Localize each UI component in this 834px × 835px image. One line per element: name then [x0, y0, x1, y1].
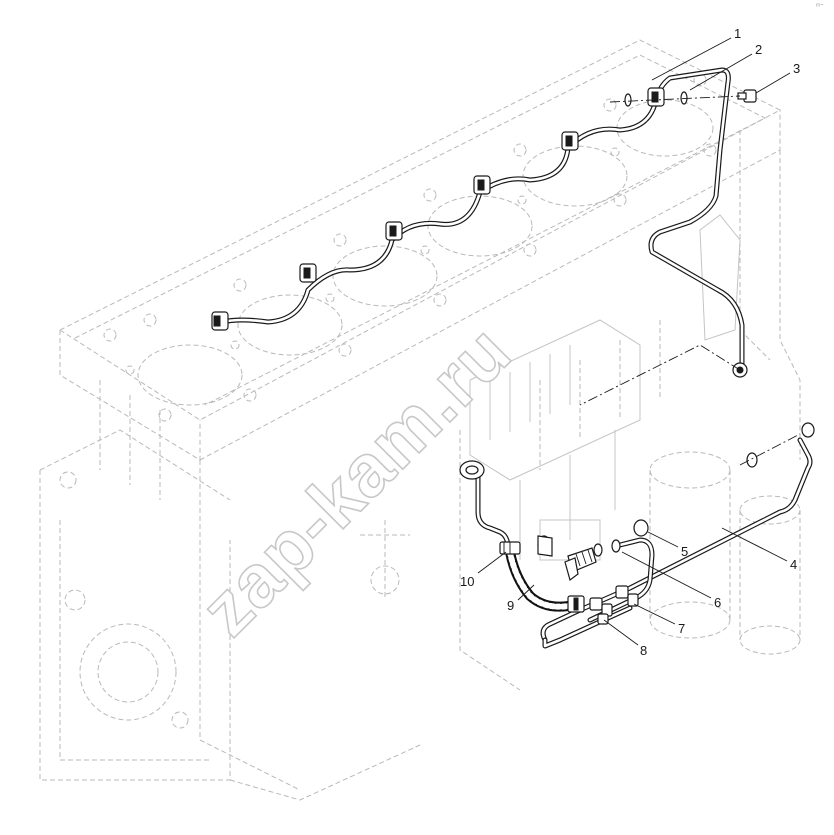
sealing-washer [801, 422, 815, 438]
sealing-washer [746, 452, 758, 468]
banjo-fitting [299, 263, 317, 283]
sealing-washer [680, 91, 688, 105]
callout-2: 2 [755, 42, 762, 57]
callout-6: 6 [714, 595, 721, 610]
callout-7: 7 [678, 621, 685, 636]
inlet-eye-fitting [459, 460, 485, 480]
callout-1: 1 [734, 26, 741, 41]
callout-4: 4 [790, 557, 797, 572]
corner-mark: ᵐ⁼ [816, 3, 824, 10]
banjo-fitting [473, 175, 491, 195]
hose-clamp [499, 541, 521, 555]
callout-5: 5 [681, 544, 688, 559]
banjo-fitting [385, 221, 403, 241]
banjo-fitting [211, 311, 229, 331]
leader-lines [477, 37, 791, 646]
banjo-bolt [737, 89, 757, 103]
return-line-assembly [211, 67, 757, 406]
sealing-washer [624, 93, 632, 107]
callout-10: 10 [460, 574, 474, 589]
pipe-coupling [597, 613, 609, 625]
sealing-washer [593, 543, 603, 557]
supply-line-assembly [459, 422, 815, 649]
sealing-washer [611, 539, 621, 553]
callout-labels: 1 2 3 4 5 6 7 8 9 10 [460, 26, 800, 658]
callout-8: 8 [640, 643, 647, 658]
watermark-text: zap-kam.ru [185, 309, 527, 651]
callout-9: 9 [507, 598, 514, 613]
banjo-fitting [561, 131, 579, 151]
banjo-bolt [564, 547, 597, 582]
pipe-coupling [615, 585, 639, 607]
sealing-washer [633, 519, 649, 537]
hose-clamp [537, 535, 553, 557]
banjo-fitting [647, 87, 665, 107]
hose-clamp [567, 595, 585, 613]
callout-3: 3 [793, 61, 800, 76]
